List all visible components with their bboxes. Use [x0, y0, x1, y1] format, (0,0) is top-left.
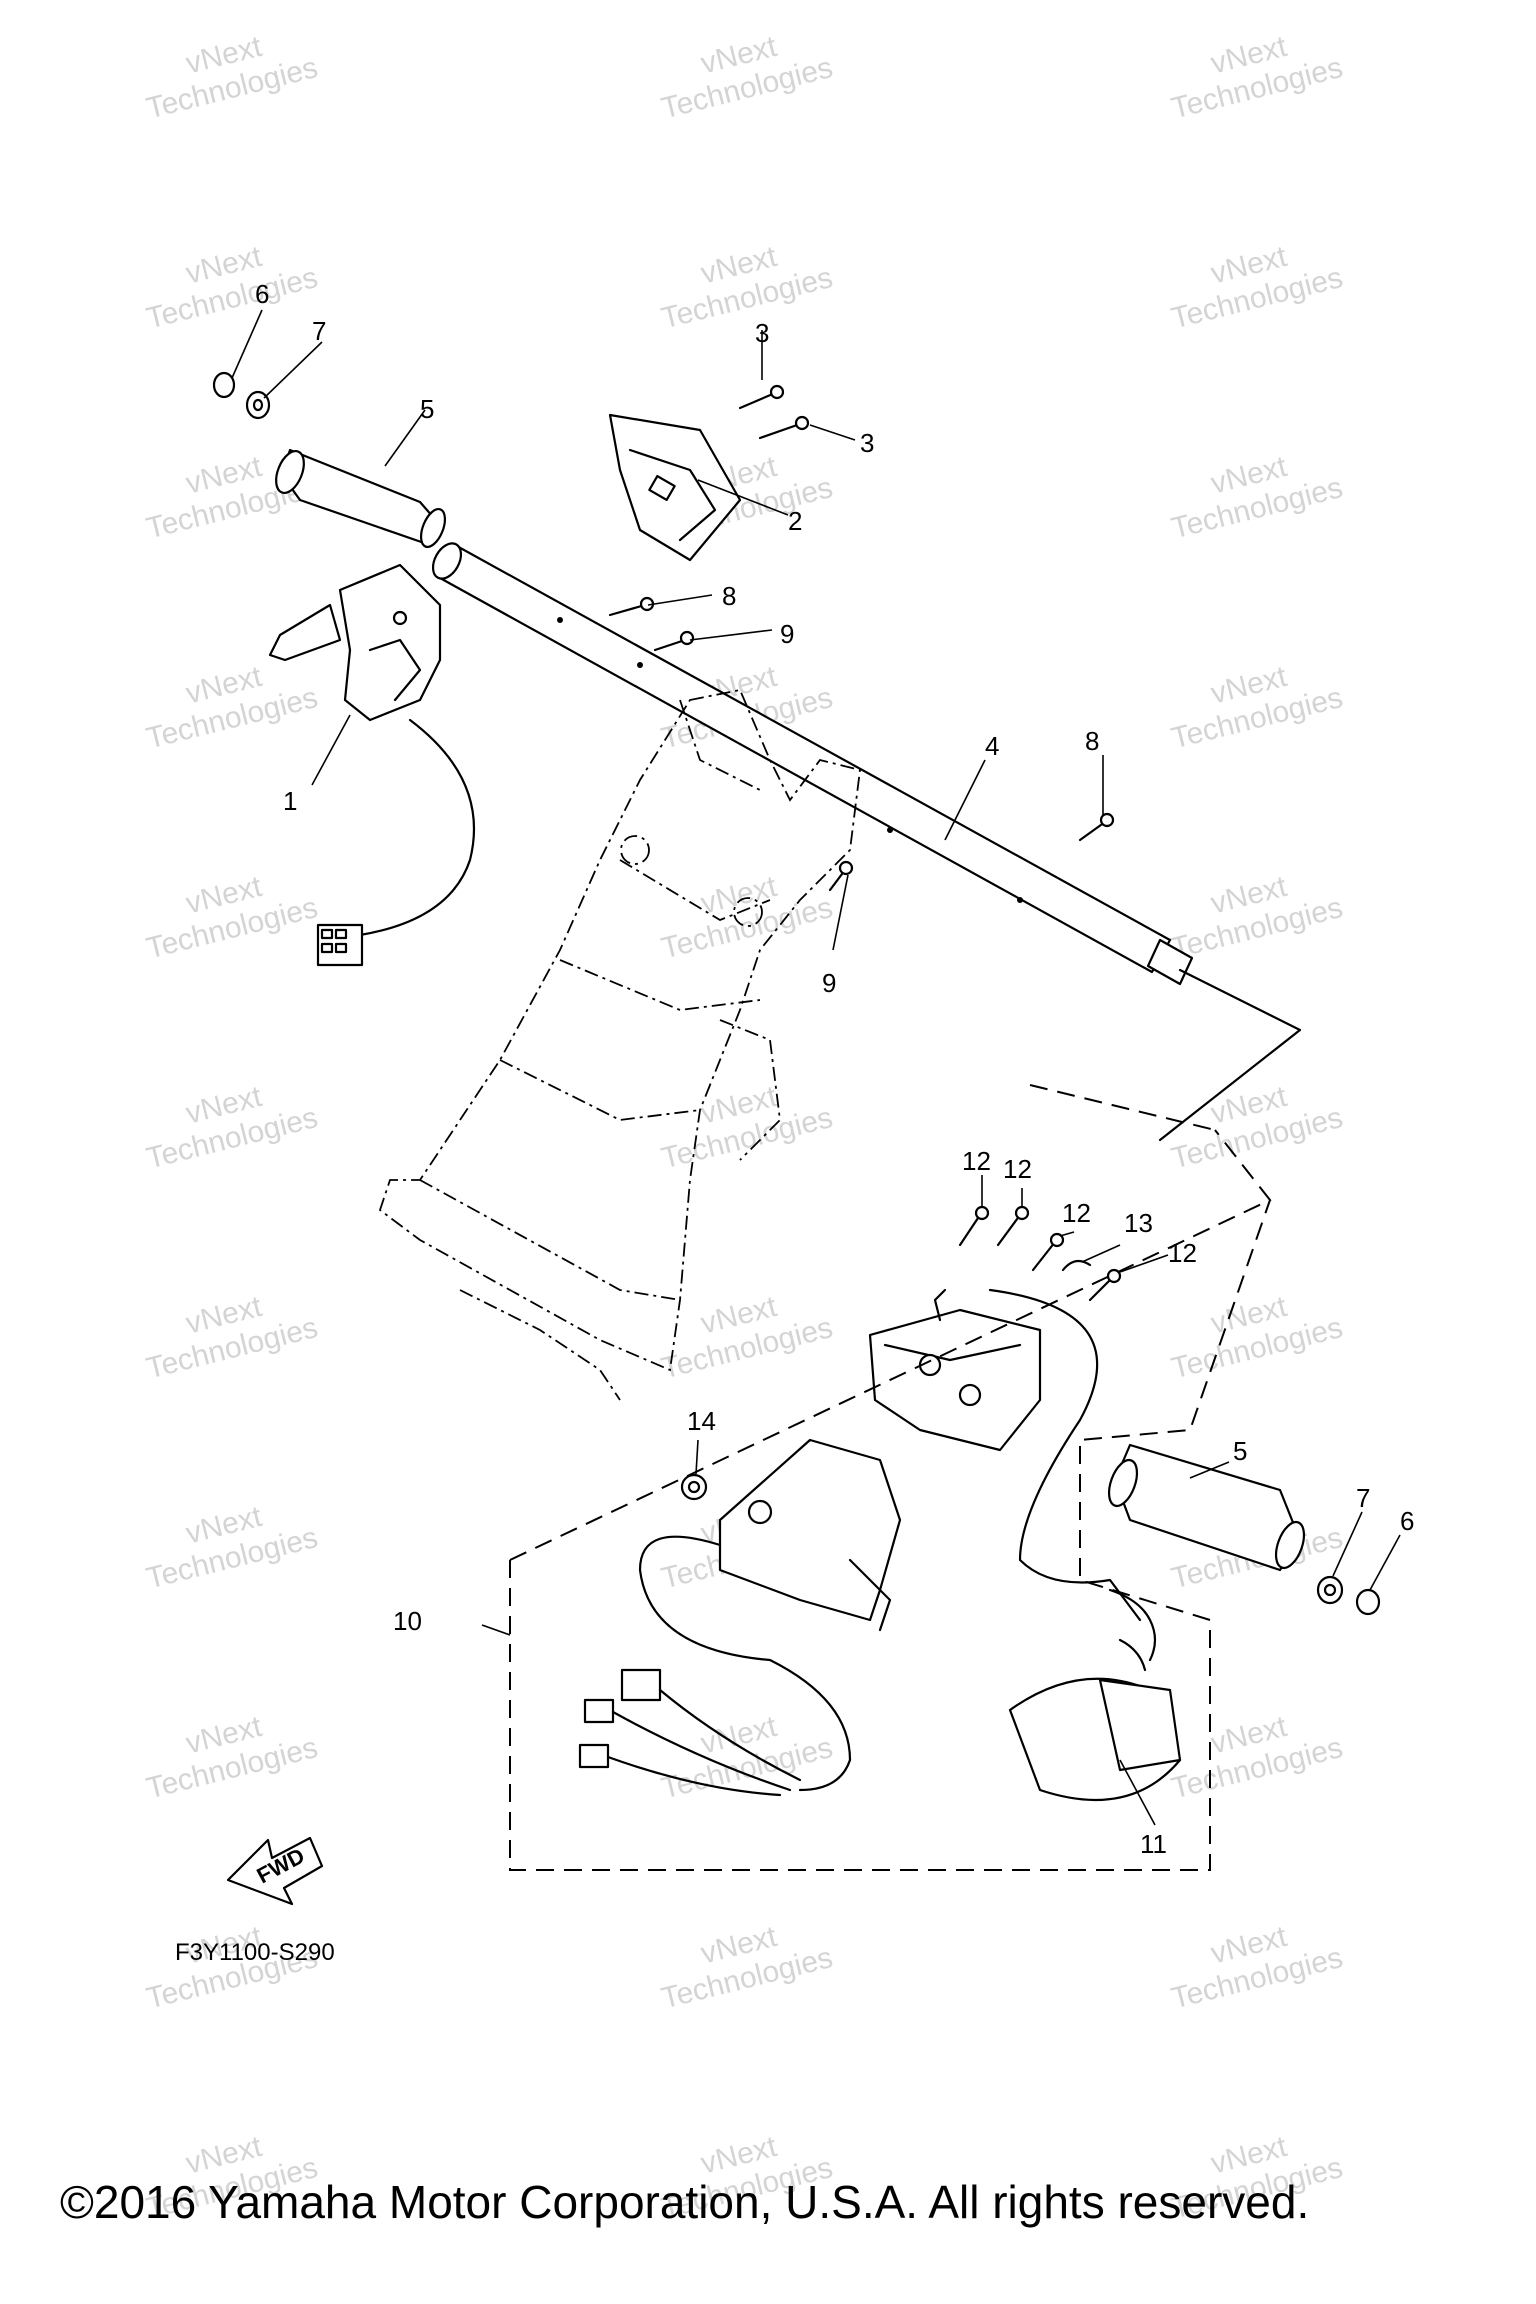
callout-12: 12 [1168, 1238, 1197, 1268]
callout-12: 12 [1003, 1154, 1032, 1184]
callout-2: 2 [788, 506, 802, 536]
left-end-cap [212, 371, 271, 420]
screws [608, 384, 1122, 1302]
callout-6: 6 [255, 279, 269, 309]
callout-5: 5 [1233, 1436, 1247, 1466]
callout-5: 5 [420, 394, 434, 424]
callout-1: 1 [283, 786, 297, 816]
callout-4: 4 [985, 731, 999, 761]
callout-7: 7 [312, 316, 326, 346]
callout-9: 9 [822, 968, 836, 998]
callout-7: 7 [1356, 1483, 1370, 1513]
callout-9: 9 [780, 619, 794, 649]
copyright-notice: ©2016 Yamaha Motor Corporation, U.S.A. A… [60, 2176, 1309, 2228]
callout-3: 3 [860, 428, 874, 458]
lower-switch [680, 1438, 902, 1632]
fwd-arrow-icon: FWD [226, 1836, 324, 1906]
switch-housing [608, 413, 742, 562]
callout-10: 10 [393, 1606, 422, 1636]
callout-12: 12 [962, 1146, 991, 1176]
callout-14: 14 [687, 1406, 716, 1436]
callout-12: 12 [1062, 1198, 1091, 1228]
part-code: F3Y1100-S290 [175, 1939, 335, 1966]
connector-harness [578, 1535, 852, 1797]
callout-3: 3 [755, 318, 769, 348]
callout-8: 8 [722, 581, 736, 611]
right-end-cap [1316, 1575, 1381, 1616]
right-grip [1107, 1443, 1306, 1572]
steering-column-ghost [378, 688, 861, 1401]
left-grip [275, 448, 447, 549]
callout-6: 6 [1400, 1506, 1414, 1536]
callout-8: 8 [1085, 726, 1099, 756]
leader-lines [231, 309, 1401, 1826]
throttle-lever [268, 563, 476, 967]
callouts: 6 7 5 3 3 2 8 9 4 8 9 1 10 11 12 12 12 1… [255, 279, 1414, 1859]
lanyard-cable [988, 1288, 1157, 1662]
right-switch-housing [868, 1288, 1042, 1452]
kit-boundary [509, 1084, 1272, 1871]
callout-13: 13 [1124, 1208, 1153, 1238]
lanyard-strap [1008, 1638, 1182, 1802]
callout-11: 11 [1140, 1829, 1167, 1859]
handlebar [431, 542, 1302, 1142]
